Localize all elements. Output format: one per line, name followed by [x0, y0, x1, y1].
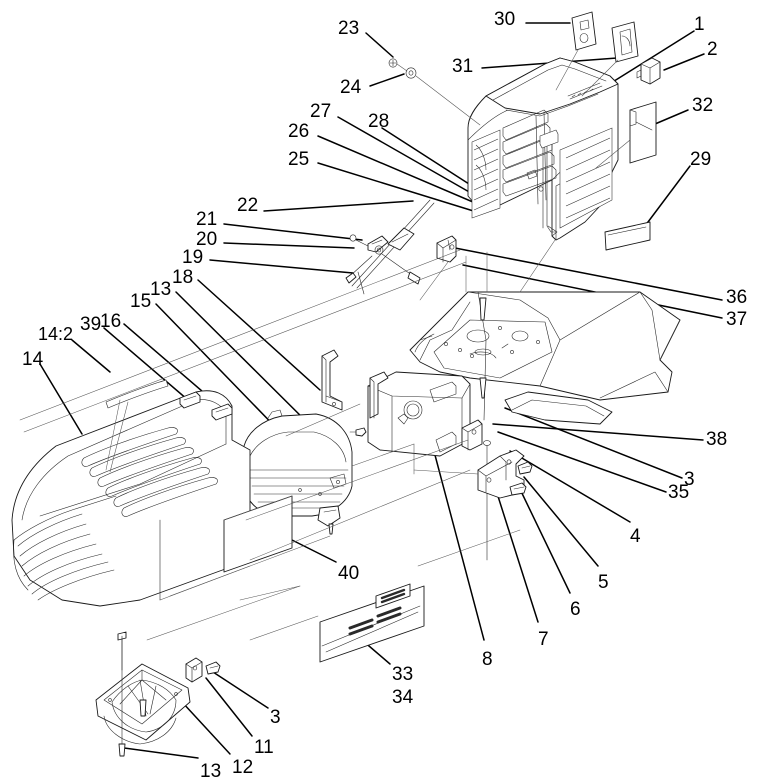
leader-line-3 [212, 671, 269, 709]
part-2-knob [636, 57, 661, 85]
callout-11: 11 [254, 737, 274, 758]
leader-line-35 [497, 431, 667, 493]
leader-lines [39, 22, 723, 759]
part-29-decal [604, 221, 651, 251]
leader-line-23 [365, 32, 394, 58]
leader-line-4 [509, 450, 631, 523]
leader-line-37 [462, 264, 723, 319]
callout-36: 36 [726, 287, 748, 308]
leader-line-18 [197, 279, 321, 391]
callout-23: 23 [338, 18, 360, 39]
callout-15: 15 [130, 291, 152, 312]
part-18-bracket [321, 349, 343, 411]
assembly-construction-lines [19, 239, 556, 641]
callout-31: 31 [452, 56, 474, 77]
hood-assembly-upper [388, 11, 661, 263]
leader-line-7 [495, 489, 539, 623]
callout-14: 14 [22, 349, 44, 370]
part-23-24-fastener [388, 58, 481, 126]
callout-33: 33 [392, 664, 414, 685]
callout-8: 8 [482, 649, 493, 670]
leader-line-22 [263, 200, 414, 212]
callout-27: 27 [310, 101, 332, 122]
leader-line-24 [369, 73, 405, 87]
callout-34: 34 [392, 687, 414, 708]
callout-16: 16 [100, 311, 122, 332]
part-36-37-bracket [436, 235, 457, 263]
callout-1: 1 [694, 14, 705, 35]
callout-28: 28 [368, 111, 390, 132]
callout-26: 26 [288, 121, 310, 142]
callout-22: 22 [237, 195, 259, 216]
fuel-tank-assembly [367, 371, 483, 457]
callout-21: 21 [196, 209, 218, 230]
leader-line-19 [209, 259, 354, 274]
callout-14-2: 14:2 [38, 324, 74, 344]
control-rod-assembly [345, 199, 435, 295]
leader-line-27 [337, 116, 493, 206]
callout-38: 38 [706, 429, 728, 450]
callout-40: 40 [338, 563, 360, 584]
leader-line-25 [317, 162, 481, 214]
footrest-floor-pan [409, 291, 681, 561]
main-hood-body [11, 379, 293, 671]
leader-line-14 [39, 363, 83, 435]
leader-line-39 [103, 327, 189, 401]
leader-line-5 [523, 476, 599, 567]
leader-line-6 [517, 484, 571, 594]
leader-line-12 [181, 701, 231, 755]
callout-35: 35 [668, 482, 690, 503]
bolt-lower [509, 482, 527, 496]
callout-29: 29 [690, 149, 712, 170]
part-31-decal [611, 21, 639, 63]
bolt-upper [517, 461, 533, 475]
callout-3: 3 [270, 707, 281, 728]
leader-line-32 [654, 109, 689, 125]
leader-line-3 [504, 407, 683, 479]
leader-line-8 [430, 439, 485, 641]
leader-line-14-2 [71, 339, 111, 373]
callout-13: 13 [200, 761, 222, 782]
callout-30: 30 [494, 9, 516, 30]
part-30-plate [571, 11, 597, 51]
basket-assembly [95, 635, 221, 757]
part-32-decal [629, 101, 657, 164]
callout-7: 7 [538, 629, 549, 650]
callout-24: 24 [340, 77, 362, 98]
rear-bracket-assembly [477, 449, 533, 499]
leader-line-13 [175, 291, 323, 438]
leader-line-21 [223, 223, 363, 241]
callout-13: 13 [150, 279, 172, 300]
leader-line-29 [641, 165, 691, 231]
callout-32: 32 [692, 95, 714, 116]
leader-line-26 [317, 135, 488, 209]
leader-line-20 [223, 242, 355, 249]
leader-line-13 [123, 747, 199, 759]
leader-line-2 [663, 53, 705, 71]
leader-line-36 [454, 247, 723, 301]
callout-25: 25 [288, 149, 310, 170]
callout-19: 19 [182, 247, 204, 268]
callout-18: 18 [172, 267, 194, 288]
leader-line-11 [205, 677, 253, 737]
callout-2: 2 [707, 39, 718, 60]
decal-33-34 [319, 583, 425, 663]
callout-4: 4 [630, 526, 641, 547]
callout-37: 37 [726, 309, 748, 330]
callout-12: 12 [232, 757, 254, 778]
leader-line-38 [492, 423, 704, 441]
leader-line-15 [155, 303, 288, 440]
callout-39: 39 [80, 314, 102, 335]
callout-3: 3 [684, 469, 695, 490]
callout-20: 20 [196, 229, 218, 250]
callout-5: 5 [598, 572, 609, 593]
callout-6: 6 [570, 599, 581, 620]
